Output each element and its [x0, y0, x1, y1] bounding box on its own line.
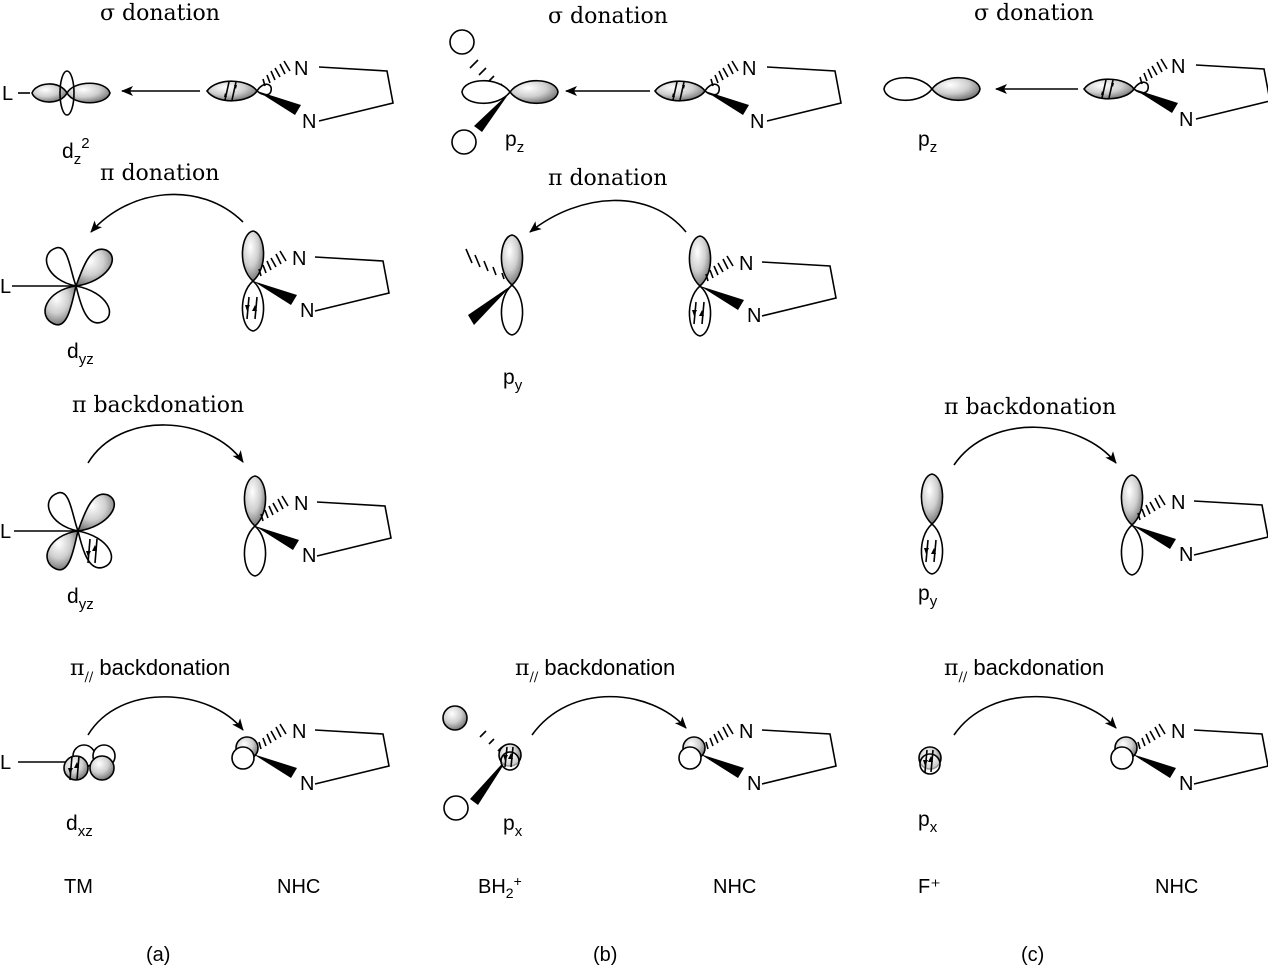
orbital-label-dxz: dxz: [66, 812, 93, 840]
heading-sigma-b: σ donation: [548, 4, 668, 29]
ligand-label: L: [0, 521, 11, 543]
n-atom: N: [1179, 544, 1193, 566]
n-atom: N: [294, 493, 308, 515]
n-atom: N: [739, 253, 753, 275]
pipar-arrow-a: [87, 696, 244, 736]
orbital-label-py-c: py: [918, 582, 938, 610]
ligand-label: L: [0, 276, 11, 298]
ligand-label: L: [0, 752, 11, 774]
heading-pi-b: π donation: [548, 166, 667, 191]
caption-bh2: BH2+: [478, 873, 522, 901]
n-atom: N: [742, 58, 756, 80]
n-atom: N: [300, 773, 314, 795]
caption-tm: TM: [64, 876, 93, 898]
n-atom: N: [292, 721, 306, 743]
dz2-orbital: L: [2, 70, 111, 116]
heading-pipar-b: π// backdonation: [515, 655, 675, 685]
n-atom: N: [750, 111, 764, 133]
f-pz: [883, 76, 981, 102]
pipar-arrow-b: [531, 695, 687, 736]
n-atom: N: [292, 248, 306, 270]
heading-sigma-a: σ donation: [100, 1, 220, 26]
n-atom: N: [1171, 56, 1185, 78]
n-atom: N: [302, 111, 316, 133]
heading-pipar-a: π// backdonation: [70, 655, 230, 685]
pi-arrow-b: [529, 199, 687, 233]
ligand-label: L: [2, 83, 13, 105]
n-atom: N: [1179, 109, 1193, 131]
dxz-orbital: [18, 744, 116, 781]
nhc-b2: [688, 235, 837, 337]
caption-nhc-c: NHC: [1155, 876, 1198, 898]
bh2-pz: [449, 29, 559, 155]
panel-label-c: (c): [1021, 944, 1044, 966]
heading-sigma-c: σ donation: [974, 1, 1094, 26]
caption-nhc-b: NHC: [713, 876, 756, 898]
orbital-label-pz-b: pz: [505, 128, 524, 156]
panel-label-a: (a): [146, 944, 170, 966]
nhc-a3: [243, 475, 392, 577]
orbital-label-pz-c: pz: [918, 128, 937, 156]
n-atom: N: [294, 58, 308, 80]
n-atom: N: [1179, 773, 1193, 795]
n-atom: N: [300, 300, 314, 322]
heading-pibd-c: π backdonation: [944, 395, 1116, 420]
nhc-c3: [1120, 474, 1268, 576]
pibd-arrow-a: [87, 424, 244, 464]
panel-label-b: (b): [593, 944, 617, 966]
caption-nhc-a: NHC: [277, 876, 320, 898]
heading-pi-a: π donation: [100, 161, 219, 186]
orbital-label-px-b: px: [503, 812, 523, 840]
caption-fplus: F⁺: [918, 876, 941, 898]
f-py: [920, 473, 944, 575]
heading-pipar-c: π// backdonation: [944, 655, 1104, 685]
bh2-py: [465, 234, 524, 336]
pibd-arrow-c: [953, 426, 1117, 466]
orbital-label-dyz-a2: dyz: [67, 340, 94, 368]
orbital-label-py-b: py: [503, 366, 523, 394]
orbital-label-dyz-a3: dyz: [67, 585, 94, 613]
dyz-orbital-a3: [14, 492, 115, 571]
bh2-px: [442, 705, 522, 821]
pi-arrow-a: [90, 193, 244, 233]
n-atom: N: [739, 721, 753, 743]
n-atom: N: [1171, 721, 1185, 743]
nhc-a2: [241, 230, 390, 332]
orbital-label-px-c: px: [918, 808, 938, 836]
n-atom: N: [747, 305, 761, 327]
n-atom: N: [302, 545, 316, 567]
dyz-orbital-a2: [12, 246, 114, 326]
n-atom: N: [747, 773, 761, 795]
f-px: [918, 746, 942, 775]
orbital-label-dz2: dz2: [62, 135, 90, 168]
n-atom: N: [1171, 492, 1185, 514]
pipar-arrow-c: [953, 695, 1117, 736]
heading-pibd-a: π backdonation: [72, 393, 244, 418]
